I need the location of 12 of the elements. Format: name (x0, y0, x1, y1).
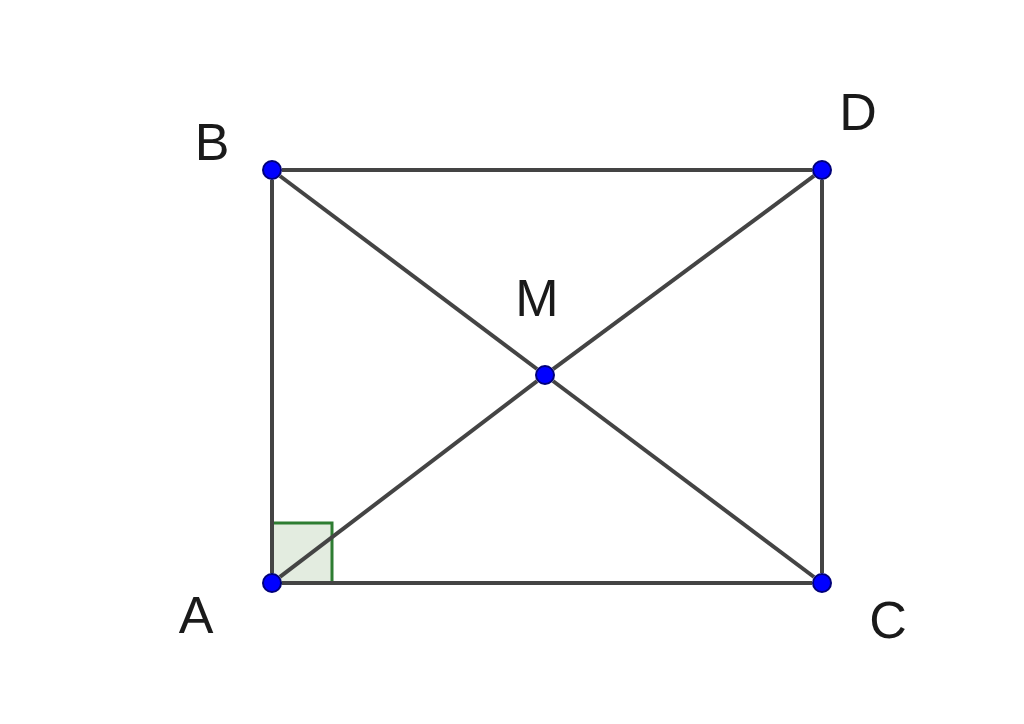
line-segment (270, 180, 274, 573)
point-label: C (869, 594, 907, 646)
line-segment (282, 581, 812, 585)
line-segment (820, 180, 824, 573)
line-segment (551, 379, 816, 579)
point-label: A (178, 589, 214, 641)
point-label: M (515, 272, 559, 324)
line-segment (278, 174, 539, 371)
line-segment (282, 168, 812, 172)
point-label: D (839, 86, 877, 138)
line-segment (278, 379, 539, 579)
point-label: B (194, 116, 230, 168)
